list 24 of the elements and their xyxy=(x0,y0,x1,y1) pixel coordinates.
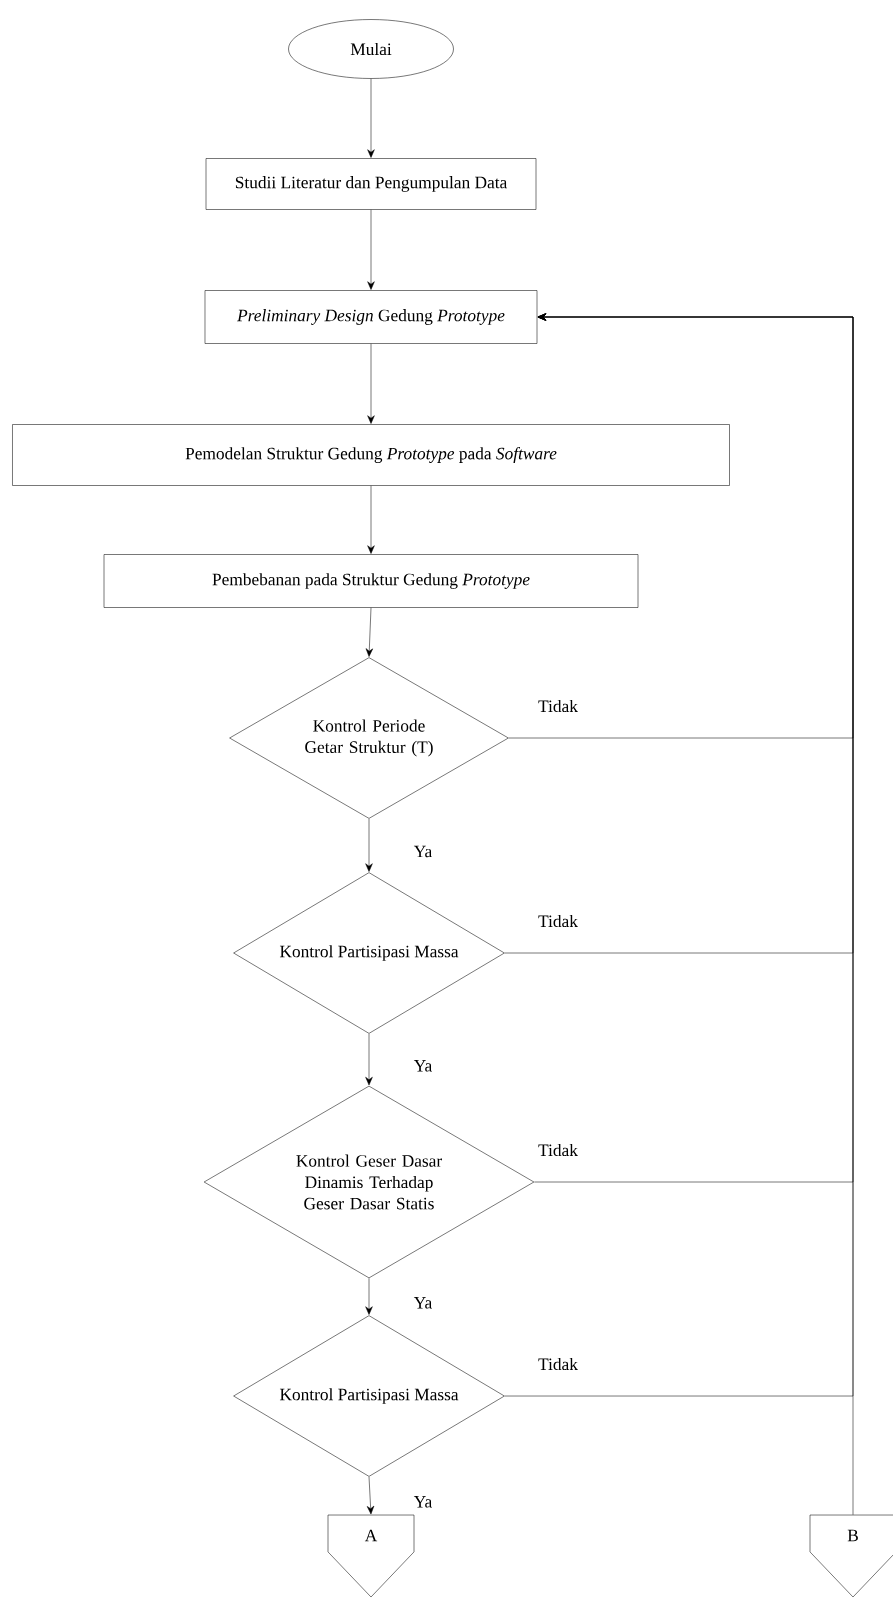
arrow xyxy=(365,1033,373,1086)
arrow xyxy=(365,607,373,657)
arrow xyxy=(367,209,375,290)
edge-label: Tidak xyxy=(536,913,580,929)
arrow xyxy=(366,1476,375,1515)
off-page-connector: B xyxy=(809,1514,893,1598)
arrow xyxy=(367,78,375,158)
arrow xyxy=(365,818,373,872)
edge-label: Ya xyxy=(412,1058,434,1073)
edge-label: Tidak xyxy=(536,1142,580,1158)
off-page-connector: A xyxy=(327,1514,415,1598)
arrow xyxy=(367,485,375,554)
arrow xyxy=(365,1278,373,1315)
edge-label: Ya xyxy=(412,1295,434,1310)
edge-label: Ya xyxy=(412,1494,434,1509)
arrow xyxy=(367,343,375,424)
edge-label: Tidak xyxy=(536,1356,580,1372)
process-box: Pemodelan Struktur Gedung Prototype pada Software xyxy=(12,424,730,486)
process-box: Pembebanan pada Struktur Gedung Prototype xyxy=(103,554,639,608)
edge-label: Ya xyxy=(412,844,434,859)
process-box: Preliminary Design Gedung Prototype xyxy=(204,290,538,344)
edge-label: Tidak xyxy=(536,698,580,714)
arrow xyxy=(537,313,854,1515)
process-box: Studii Literatur dan Pengumpulan Data xyxy=(205,158,537,210)
